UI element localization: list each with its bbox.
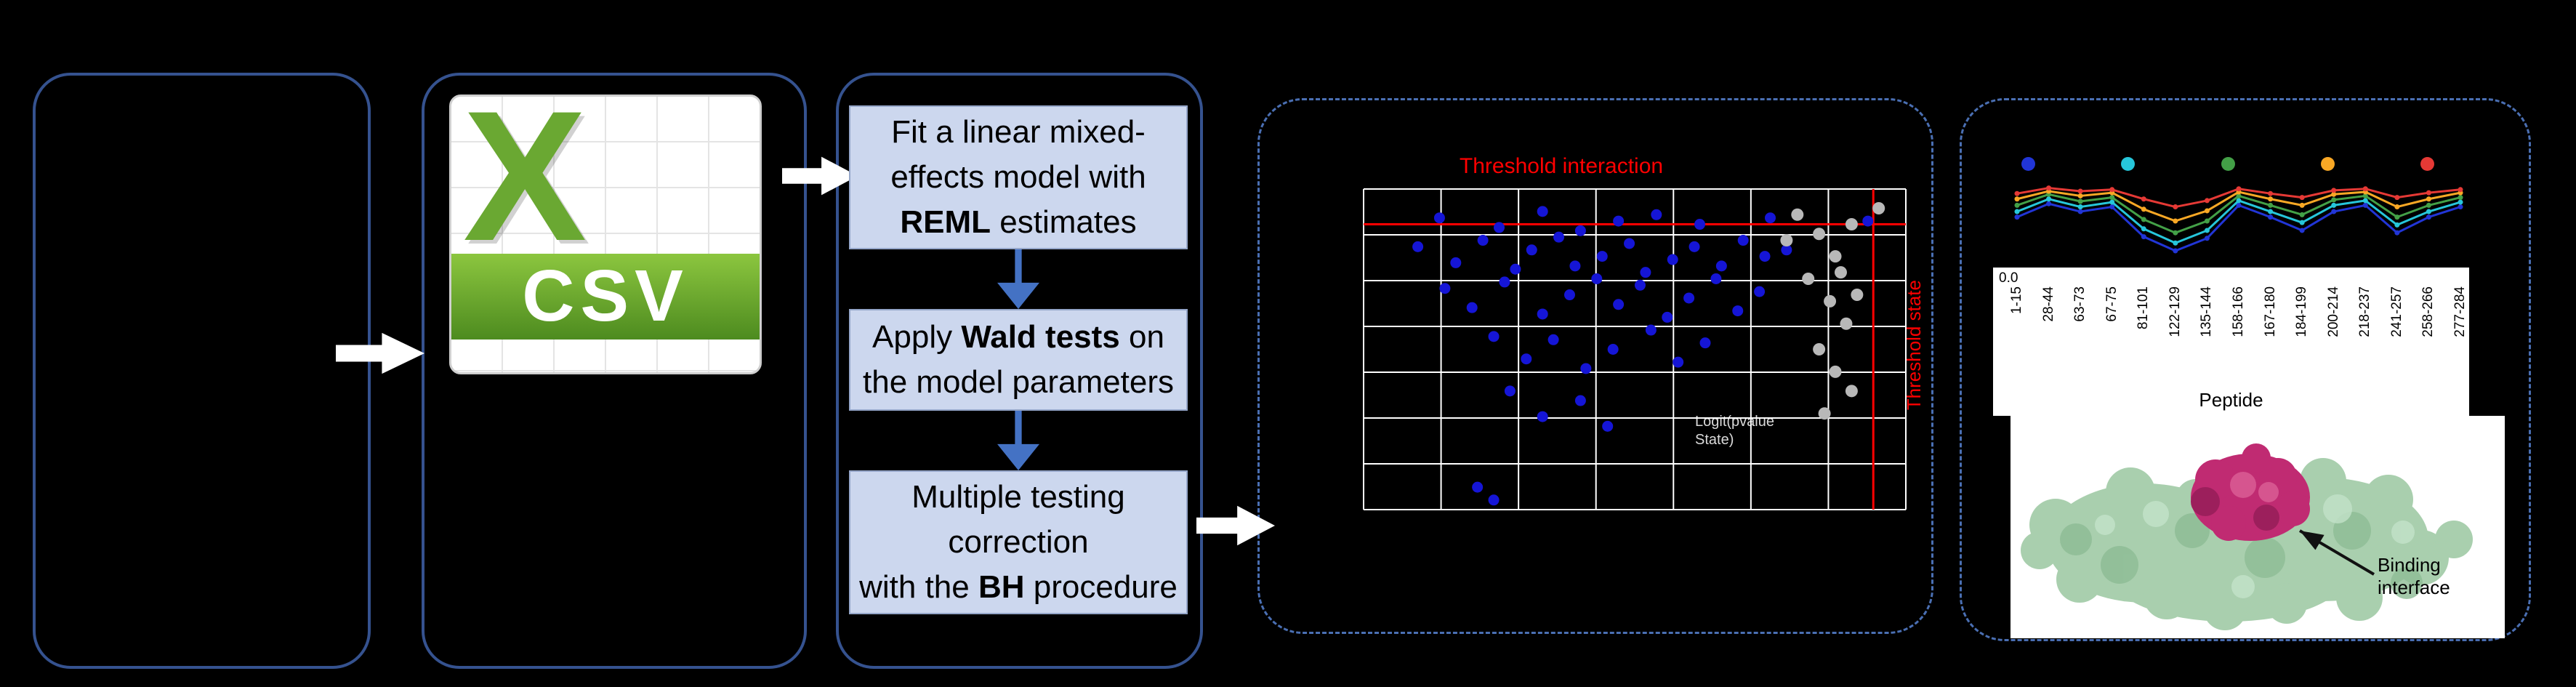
threshold-interaction-label: Threshold interaction [1459, 154, 1664, 178]
csv-file-icon: X CSV [449, 95, 762, 374]
y-tick-label: 0.0 [1999, 270, 2018, 286]
panel-peptide-detail [1960, 98, 2531, 641]
peptide-tick-label: 184-199 [2294, 286, 2310, 337]
workflow-down-arrow [997, 249, 1039, 309]
interaction-scatter-plot [1363, 188, 1907, 510]
protein-structure-panel: Binding interface [2011, 416, 2505, 638]
timepoint-legend [2021, 157, 2434, 171]
legend-dot-5 [2420, 157, 2434, 171]
peptide-tick-label: 81-101 [2136, 286, 2152, 330]
peptide-tick-label: 158-166 [2231, 286, 2246, 337]
peptide-tick-label: 277-284 [2452, 286, 2468, 337]
peptide-tick-label: 241-257 [2388, 286, 2404, 337]
peptide-tick-label: 63-73 [2072, 286, 2088, 322]
legend-dot-1 [2021, 157, 2035, 171]
panel-model-steps [836, 73, 1203, 669]
peptide-tick-label: 200-214 [2325, 286, 2341, 337]
panel-empty [33, 73, 371, 669]
panel-csv-input [422, 73, 807, 669]
peptide-tick-label: 122-129 [2167, 286, 2183, 337]
threshold-state-label: Threshold state [1903, 280, 1925, 411]
binding-interface-label: Binding interface [2378, 554, 2450, 598]
peptide-axis-panel: 0.0 1-15 28-44 63-73 67-75 81-101 122-129 135-… [1993, 268, 2469, 416]
peptide-tick-label: 1-15 [2009, 286, 2024, 315]
panel-global-overview [1257, 98, 1933, 634]
workflow-down-arrow [997, 411, 1039, 470]
binding-interface-arrow [2298, 529, 2375, 576]
csv-banner-label: CSV [451, 254, 760, 340]
legend-dot-3 [2221, 157, 2235, 171]
legend-dot-2 [2121, 157, 2136, 171]
peptide-tick-label: 258-266 [2420, 286, 2436, 337]
csv-spreadsheet-page: X CSV [449, 95, 762, 374]
legend-dot-4 [2320, 157, 2335, 171]
uptake-line-chart [2014, 185, 2463, 254]
peptide-tick-label: 135-144 [2199, 286, 2215, 337]
peptide-tick-label: 218-237 [2357, 286, 2373, 337]
peptide-tick-label: 167-180 [2262, 286, 2278, 337]
peptide-tick-label: 67-75 [2104, 286, 2120, 322]
protein-structure-graphic [2021, 443, 2473, 630]
peptide-axis-title: Peptide [2199, 389, 2263, 411]
peptide-tick-label: 28-44 [2040, 286, 2056, 322]
excel-x-letter: X [463, 95, 587, 280]
